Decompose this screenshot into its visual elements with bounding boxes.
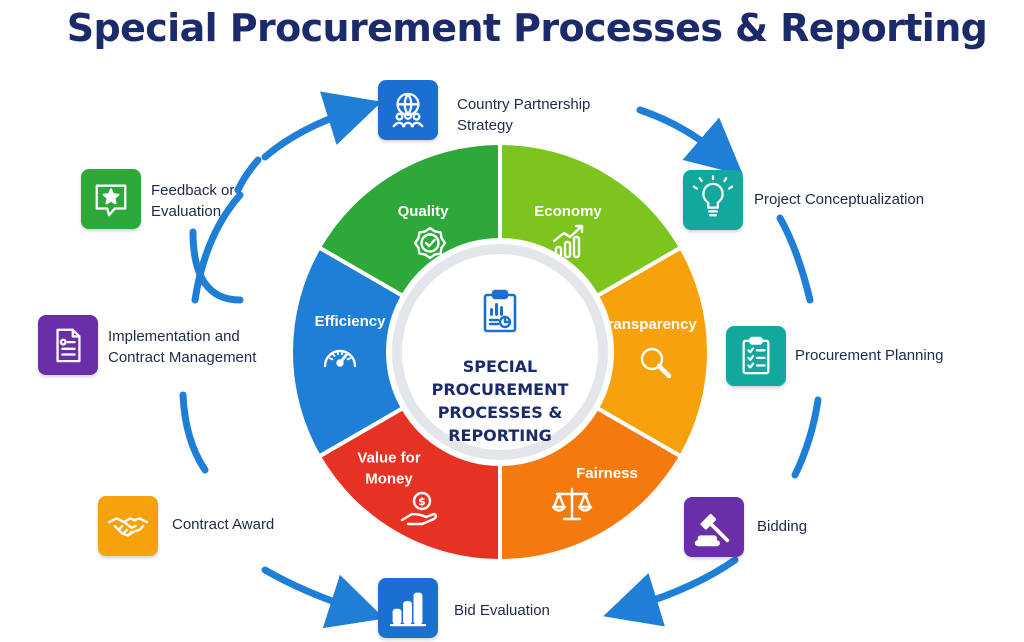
step-label-line: Strategy <box>457 117 513 134</box>
cycle-arrow <box>234 156 262 194</box>
step-icon-tile <box>378 80 438 140</box>
wheel-segment-label: Money <box>365 471 413 488</box>
cycle-arrow <box>179 391 209 474</box>
wheel-segment: Economy <box>498 140 684 299</box>
document-icon <box>56 328 81 363</box>
hub-title-line: REPORTING <box>448 426 552 445</box>
step-label-line: Bidding <box>757 518 808 535</box>
wheel-segment-label: Economy <box>534 203 602 220</box>
step-label-line: Bid Evaluation <box>454 602 550 619</box>
step-icon-tile <box>726 326 786 386</box>
magnifier-icon <box>640 347 672 379</box>
step-icon-tile <box>81 169 141 229</box>
step-label-line: Contract Award <box>172 516 275 533</box>
bar-chart-icon <box>389 592 427 627</box>
step-label: Contract Award <box>172 514 274 535</box>
scales-icon <box>551 487 593 521</box>
hand-coin-icon: $ <box>400 491 438 526</box>
step-label-line: Implementation and <box>108 328 240 345</box>
checklist-icon <box>742 336 770 375</box>
gavel-icon <box>694 513 730 547</box>
step-icon-tile <box>38 315 98 375</box>
hub-title-line: SPECIAL <box>463 357 537 376</box>
step-label-line: Project Conceptualization <box>754 191 925 208</box>
cycle-arrow <box>776 214 814 304</box>
step-label: Bidding <box>757 516 807 537</box>
step-icon-tile <box>378 578 438 638</box>
step-icon-tile <box>98 496 158 556</box>
step-label: Procurement Planning <box>795 345 943 366</box>
step-label-line: Contract Management <box>108 349 257 366</box>
wheel-segment-label: Value for <box>357 450 421 467</box>
wheel-segment-label: Quality <box>398 203 450 220</box>
feedback-star-icon <box>95 184 127 217</box>
page-title: Special Procurement Processes & Reportin… <box>66 6 988 50</box>
handshake-icon <box>107 517 149 537</box>
step-label-line: Evaluation <box>151 203 222 220</box>
cycle-arrow <box>636 106 744 176</box>
wheel-segment-label: Transparency <box>599 316 697 333</box>
wheel-segment: Efficiency <box>289 244 406 460</box>
cycle-arrow <box>603 556 739 627</box>
step-icon-tile <box>683 170 743 230</box>
cycle-arrow <box>791 396 822 479</box>
lightbulb-icon <box>692 175 734 217</box>
wheel-segment-shape <box>316 140 502 299</box>
wheel-segment: Transparency <box>594 244 711 460</box>
badge-check-icon <box>413 226 447 260</box>
hub-title-line: PROCUREMENT <box>432 380 569 399</box>
wheel-segment-shape <box>498 405 684 564</box>
step-label-line: Feedback or <box>151 182 235 199</box>
speedometer-icon <box>323 349 357 368</box>
step-icon-tile <box>684 497 744 557</box>
step-label: Bid Evaluation <box>454 600 550 621</box>
wheel-segment-label: Efficiency <box>315 313 387 330</box>
cycle-arrow <box>261 91 382 161</box>
cycle-arrow <box>191 191 244 304</box>
step-label: Project Conceptualization <box>754 189 924 210</box>
center-hub: SPECIAL PROCUREMENT PROCESSES & REPORTING <box>392 244 608 460</box>
svg-text:$: $ <box>418 495 426 508</box>
wheel-segment-shape <box>594 244 711 460</box>
cycle-arrows <box>179 91 822 629</box>
step-label: Feedback or Evaluation <box>151 180 234 222</box>
wheel-segment-shape <box>316 405 502 564</box>
step-label-line: Country Partnership <box>457 96 591 113</box>
hub-disc <box>402 254 598 450</box>
wheel-segment: Quality <box>316 140 502 299</box>
cycle-arrow <box>261 566 385 629</box>
step-label-line: Procurement Planning <box>795 347 944 364</box>
wheel-segment-shape <box>498 140 684 299</box>
wheel-segment: Fairness <box>498 405 684 564</box>
hub-title-line: PROCESSES & <box>438 403 563 422</box>
growth-chart-icon <box>552 224 584 259</box>
wheel-segment-label: Fairness <box>576 465 638 482</box>
globe-people-icon <box>392 92 424 128</box>
cycle-arrow <box>189 228 244 304</box>
clipboard-chart-icon <box>483 289 517 333</box>
